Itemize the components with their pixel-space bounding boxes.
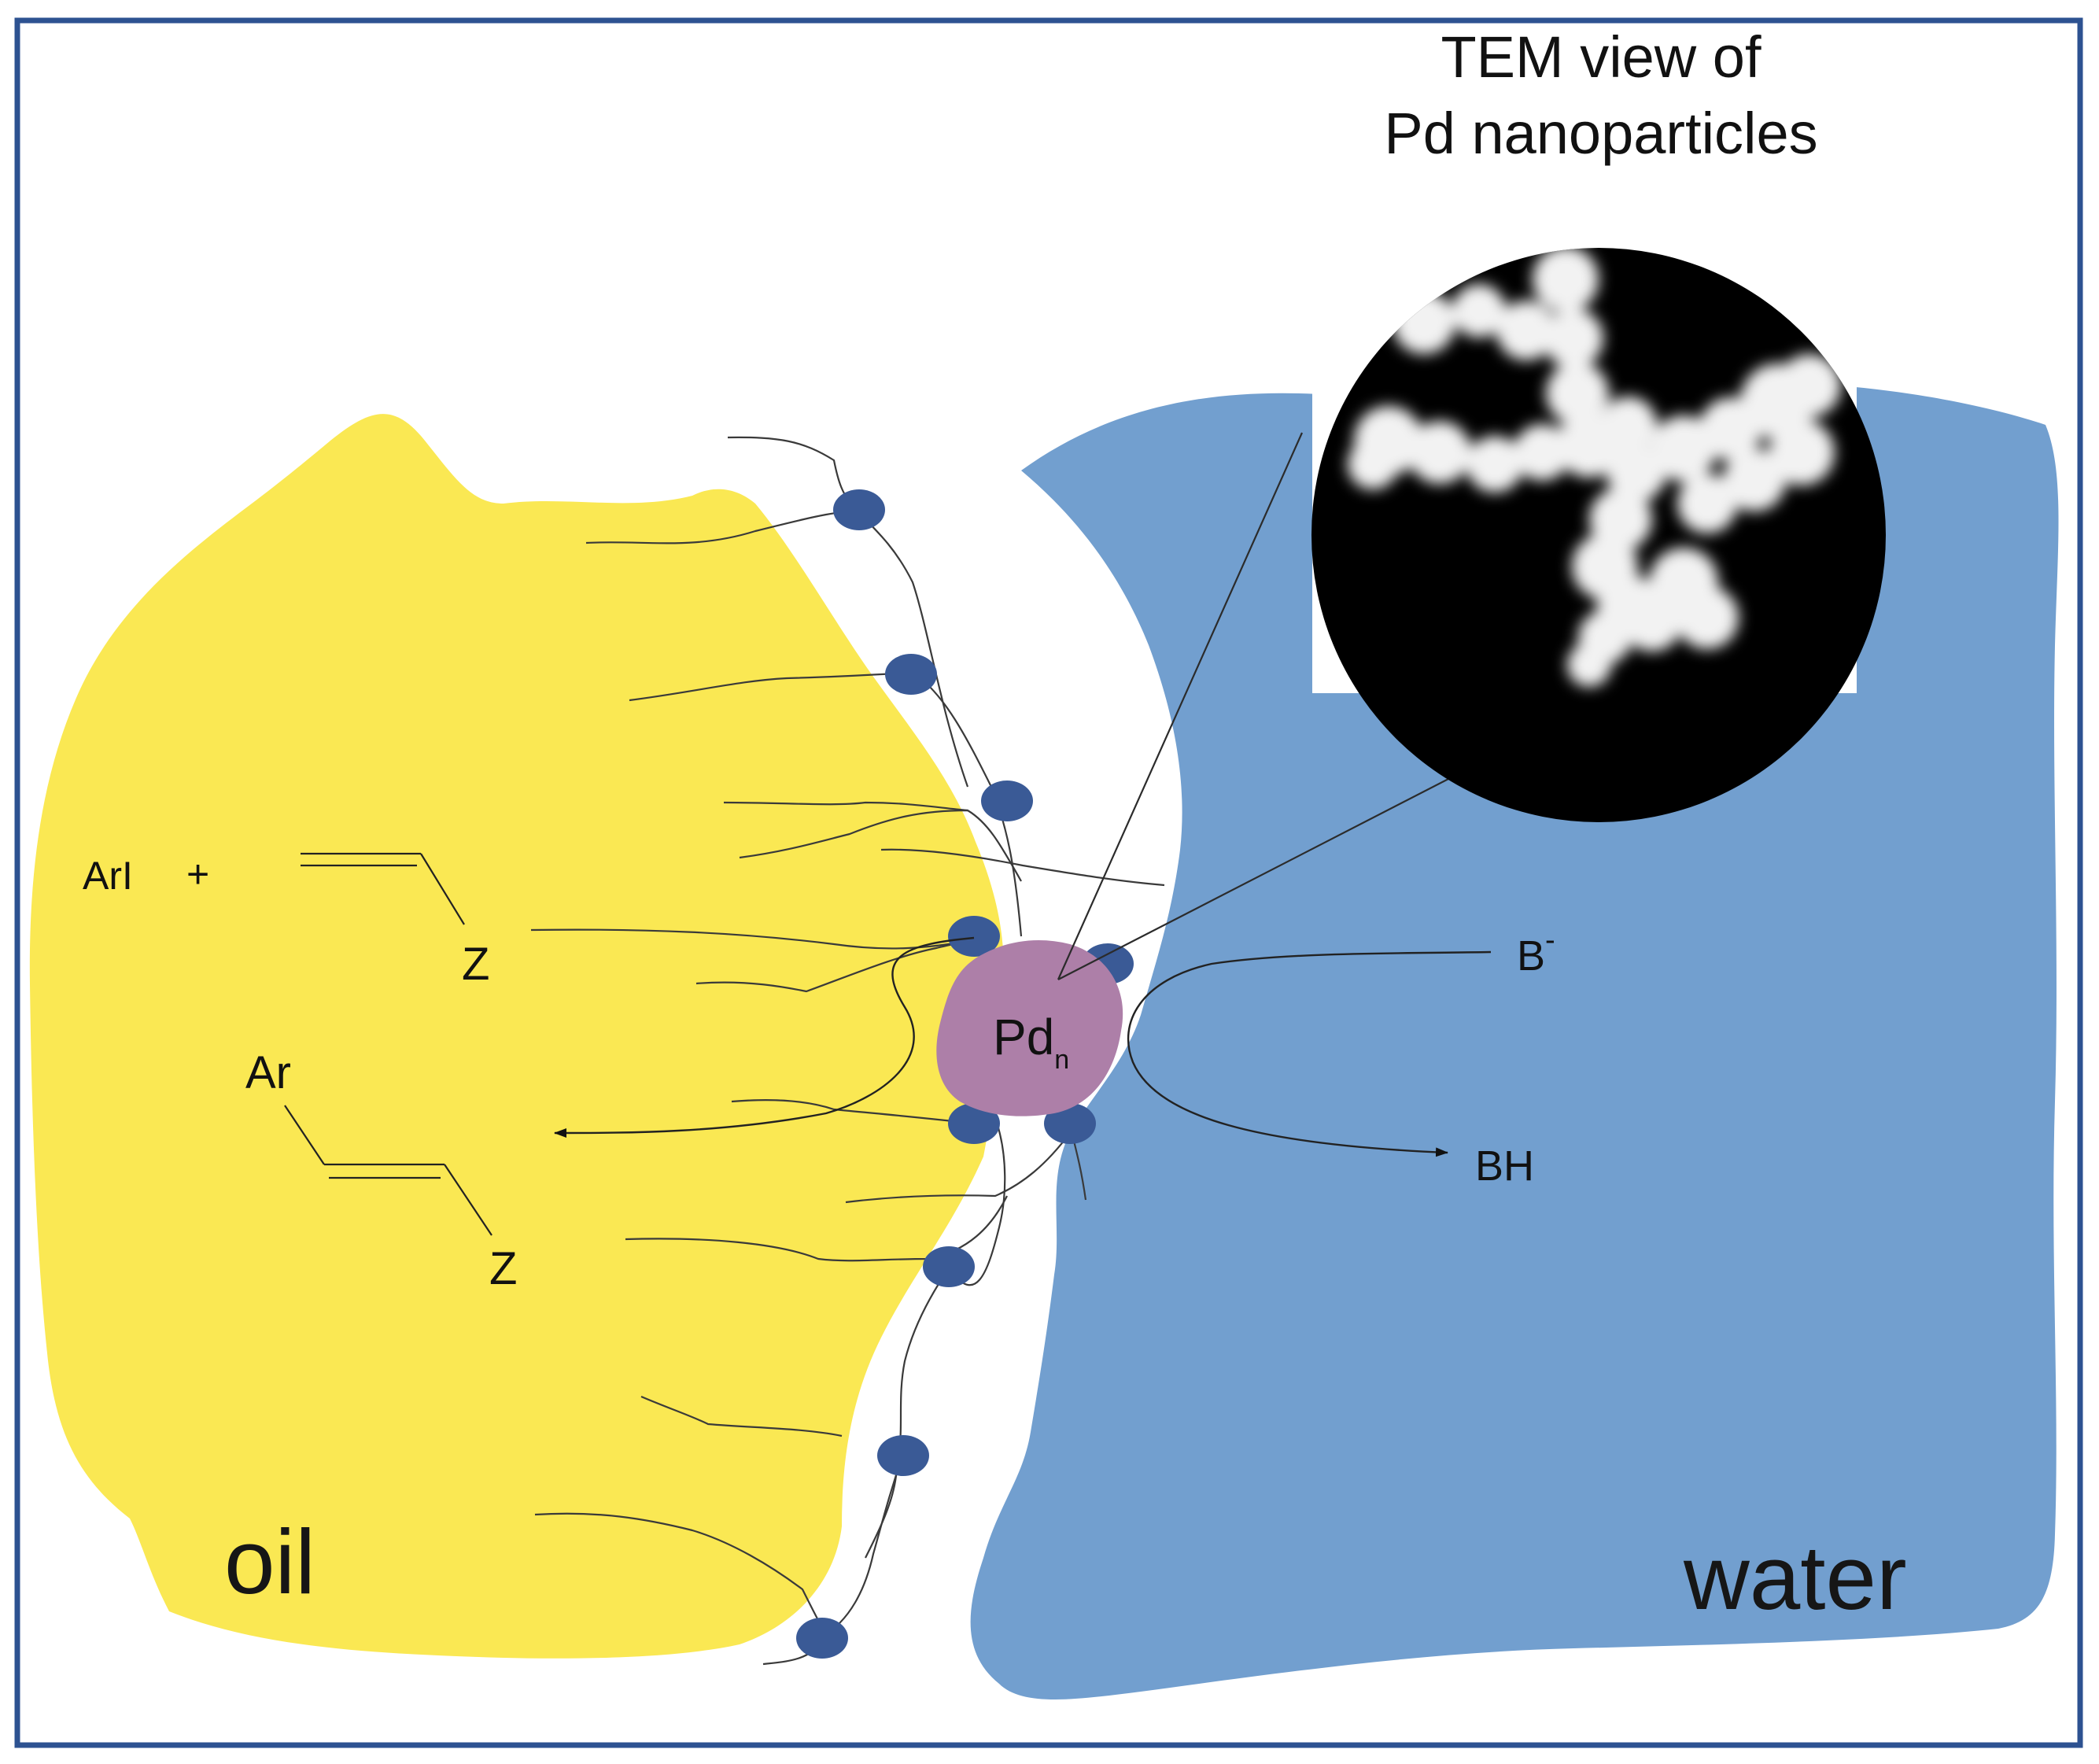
reactant-aryl-label: ArI <box>83 854 133 898</box>
pd-nanoparticle <box>936 940 1123 1116</box>
product-substituent-z: Z <box>489 1243 517 1294</box>
surfactant-heads <box>796 489 1134 1659</box>
surfactant-head <box>923 1246 975 1287</box>
product-aryl-label: Ar <box>245 1047 291 1098</box>
catalyst-subscript: n <box>1054 1045 1069 1075</box>
base-charge: - <box>1545 924 1555 957</box>
alkene-bond <box>301 852 465 925</box>
base-label: B- <box>1517 924 1555 980</box>
alkene-substituent-z: Z <box>462 939 489 990</box>
surfactant-head <box>1044 1103 1096 1144</box>
surfactant-head <box>981 781 1033 821</box>
catalyst-label: Pdn <box>993 1009 1069 1075</box>
surfactant-head <box>796 1618 848 1659</box>
surfactant-head <box>948 916 1000 957</box>
tem-title-line2: Pd nanoparticles <box>1384 101 1817 166</box>
surfactant-head <box>833 489 885 530</box>
surfactant-head <box>885 654 937 695</box>
reaction-arrows <box>554 936 1492 1157</box>
tem-title-line1: TEM view of <box>1441 24 1761 90</box>
oil-label: oil <box>224 1511 315 1613</box>
product-bond <box>284 1105 492 1236</box>
tem-inset <box>1311 248 1886 822</box>
conjugate-acid-label: BH <box>1475 1142 1534 1190</box>
oil-phase <box>29 414 1004 1659</box>
water-label: water <box>1683 1526 1907 1629</box>
surfactant-head <box>877 1435 929 1476</box>
plus-sign: + <box>186 852 209 896</box>
surfactant-head <box>948 1103 1000 1144</box>
